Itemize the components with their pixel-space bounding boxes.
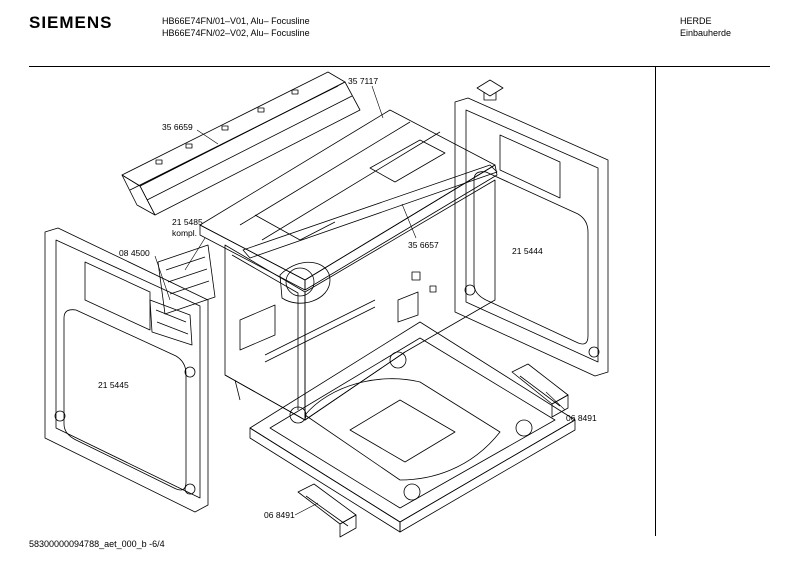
part-rear-rail [122, 72, 360, 215]
label-hinge-right: 06 8491 [566, 413, 597, 423]
label-fan-cover-note: kompl. [172, 228, 198, 238]
part-right-side-panel [455, 98, 608, 376]
model-line-2: HB66E74FN/02–V02, Alu– Focusline [162, 28, 310, 38]
header-divider [29, 66, 770, 67]
document-code: 58300000094788_aet_000_b -6/4 [29, 539, 165, 549]
label-top-cover: 35 7117 [348, 76, 379, 86]
part-hinge-left [298, 484, 356, 537]
part-oven-cavity [225, 180, 495, 420]
category-line-1: HERDE [680, 16, 712, 26]
part-connectors [398, 272, 436, 322]
part-hinge-right [512, 364, 568, 417]
label-hinge-left: 06 8491 [264, 510, 295, 520]
part-fan-cover [158, 245, 215, 314]
label-left-side-panel: 21 5445 [98, 380, 129, 390]
part-bracket [150, 300, 192, 345]
leader-lines [155, 86, 565, 515]
label-right-side-panel: 21 5444 [512, 246, 543, 256]
label-fan-cover: 21 5485 [172, 217, 203, 227]
model-line-1: HB66E74FN/01–V01, Alu– Focusline [162, 16, 310, 26]
part-bottom-tray [250, 322, 575, 532]
brand-logo: SIEMENS [29, 13, 113, 32]
category-line-2: Einbauherde [680, 28, 732, 38]
side-divider [655, 66, 656, 536]
label-front-trim: 35 6657 [408, 240, 439, 250]
part-front-trim [243, 165, 497, 258]
label-bracket: 08 4500 [119, 248, 150, 258]
part-top-cover [200, 110, 497, 290]
label-rear-rail: 35 6659 [162, 122, 193, 132]
part-clip [477, 80, 503, 100]
part-left-side-panel [45, 228, 208, 512]
